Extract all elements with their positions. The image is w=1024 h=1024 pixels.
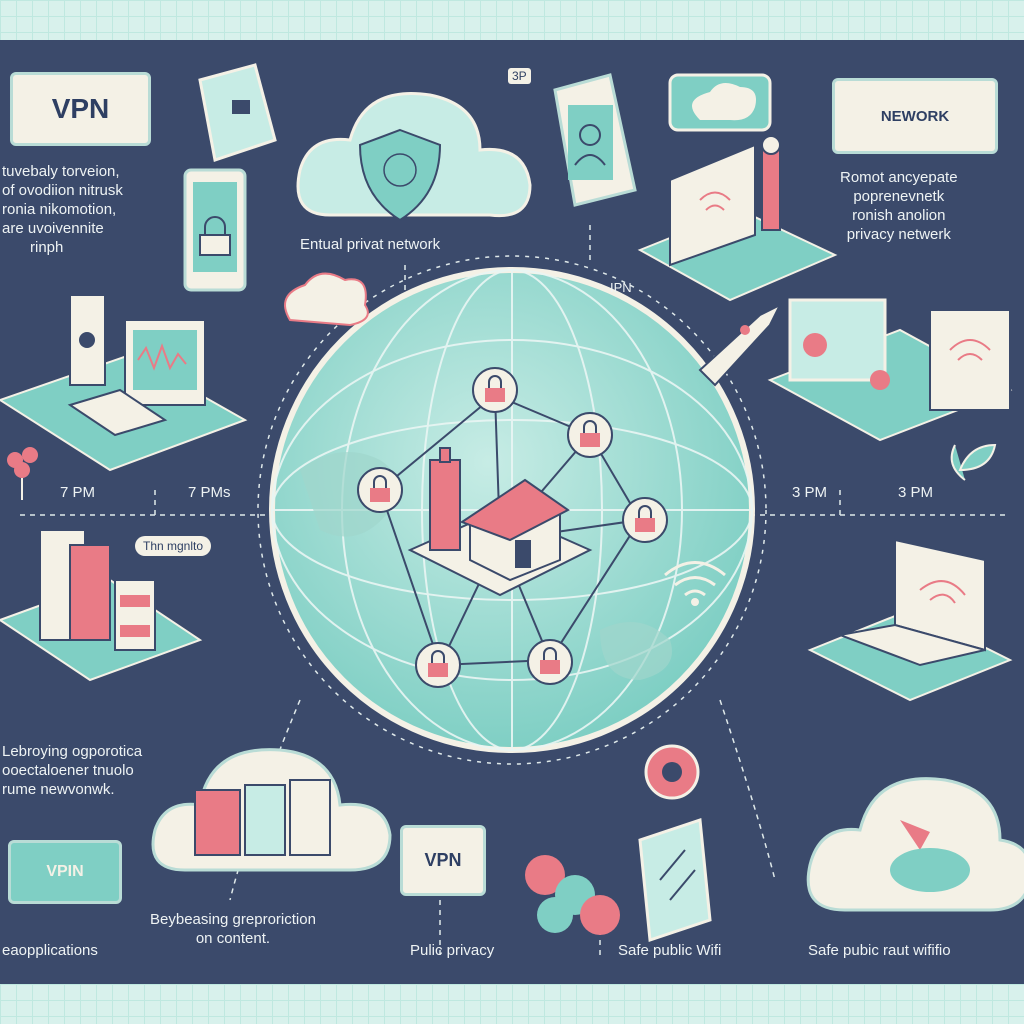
tablet-icon	[198, 63, 277, 162]
connector-lines	[20, 220, 1010, 960]
cloud-icon	[284, 272, 369, 327]
server-icon	[0, 529, 203, 682]
bottom-caption-1: eaopplications	[2, 942, 98, 959]
tablet-icon	[638, 817, 712, 943]
wifi-icon	[664, 561, 726, 606]
left-tag: Thn mgnlto	[135, 536, 212, 556]
left-paragraph: tuvebaly torveion, of ovodiion nitrusk r…	[2, 162, 123, 257]
cloud-icon	[806, 777, 1024, 912]
bottom-caption-2: Pulic privacy	[410, 942, 495, 959]
bottom-center-paragraph: Beybeasing greproriction on content.	[150, 910, 316, 948]
text-line: privacy netwerk	[846, 226, 951, 243]
center-caption: Entual privat network	[300, 236, 441, 253]
right-paragraph: Romot ancyepate poprenevnetk ronish anol…	[840, 168, 958, 244]
network-title-label: NEWORK	[880, 107, 950, 125]
privacy-badges	[525, 855, 620, 935]
flower-icon	[7, 447, 38, 500]
gear-icon	[644, 744, 700, 800]
text-line: ooectaloener tnuolo	[2, 762, 134, 779]
left-bottom-paragraph: Lebroying ogporotica ooectaloener tnuolo…	[2, 742, 142, 799]
question-icon	[668, 73, 772, 132]
text-line: poprenevnetk	[853, 188, 945, 205]
time-right-b: 3 PM	[898, 484, 934, 501]
vpn-monitor-center-label: VPN	[424, 850, 462, 870]
lock-icon	[527, 639, 573, 685]
time-left-b: 7 PMs	[188, 484, 231, 501]
text-line: of ovodiion nitrusk	[2, 182, 123, 199]
bottom-caption-3: Safe public Wifi	[618, 942, 722, 959]
vpn-monitor-center: VPN	[400, 825, 486, 896]
text-line: tuvebaly torveion,	[2, 163, 120, 180]
lock-icon	[415, 642, 461, 688]
text-line: rume newvonwk.	[2, 781, 115, 798]
leaf-icon	[950, 443, 997, 481]
desktop-icon	[0, 294, 248, 472]
lock-icon	[472, 367, 518, 413]
network-title-box: NEWORK	[832, 78, 998, 154]
text-line: Romot ancyepate	[840, 169, 958, 186]
cloud-icon	[151, 748, 392, 872]
shield-icon	[358, 128, 442, 222]
bottom-grid-band	[0, 984, 1024, 1024]
bottom-caption-4: Safe pubic raut wififio	[808, 942, 951, 959]
text-line: on content.	[195, 930, 271, 947]
text-line: are uvoivennite	[2, 220, 104, 237]
lock-icon	[567, 412, 613, 458]
text-line: Lebroying ogporotica	[2, 743, 143, 760]
vpn-title-label: VPN	[51, 93, 110, 124]
time-right-a: 3 PM	[792, 484, 828, 501]
phone-icon	[183, 168, 247, 292]
phone-icon	[553, 73, 637, 207]
lock-icon	[357, 467, 403, 513]
text-line: rinph	[30, 239, 64, 256]
laptop-icon	[637, 135, 838, 302]
text-line: ronia nikomotion,	[2, 201, 117, 218]
lock-icon	[622, 497, 668, 543]
globe-top-label: IPN	[610, 280, 632, 295]
text-line: ronish anolion	[852, 207, 946, 224]
house-icon	[407, 447, 593, 597]
top-center-tag: 3P	[508, 68, 531, 84]
laptop-icon	[807, 538, 1013, 702]
desktop-icon	[767, 298, 1013, 442]
vpn-title-box: VPN	[10, 72, 151, 146]
time-left-a: 7 PM	[60, 484, 96, 501]
top-grid-band	[0, 0, 1024, 40]
rocket-icon	[698, 302, 783, 387]
text-line: Beybeasing greproriction	[150, 911, 316, 928]
vpn-monitor-left: VPIN	[8, 840, 122, 904]
vpn-monitor-left-label: VPIN	[46, 863, 84, 880]
